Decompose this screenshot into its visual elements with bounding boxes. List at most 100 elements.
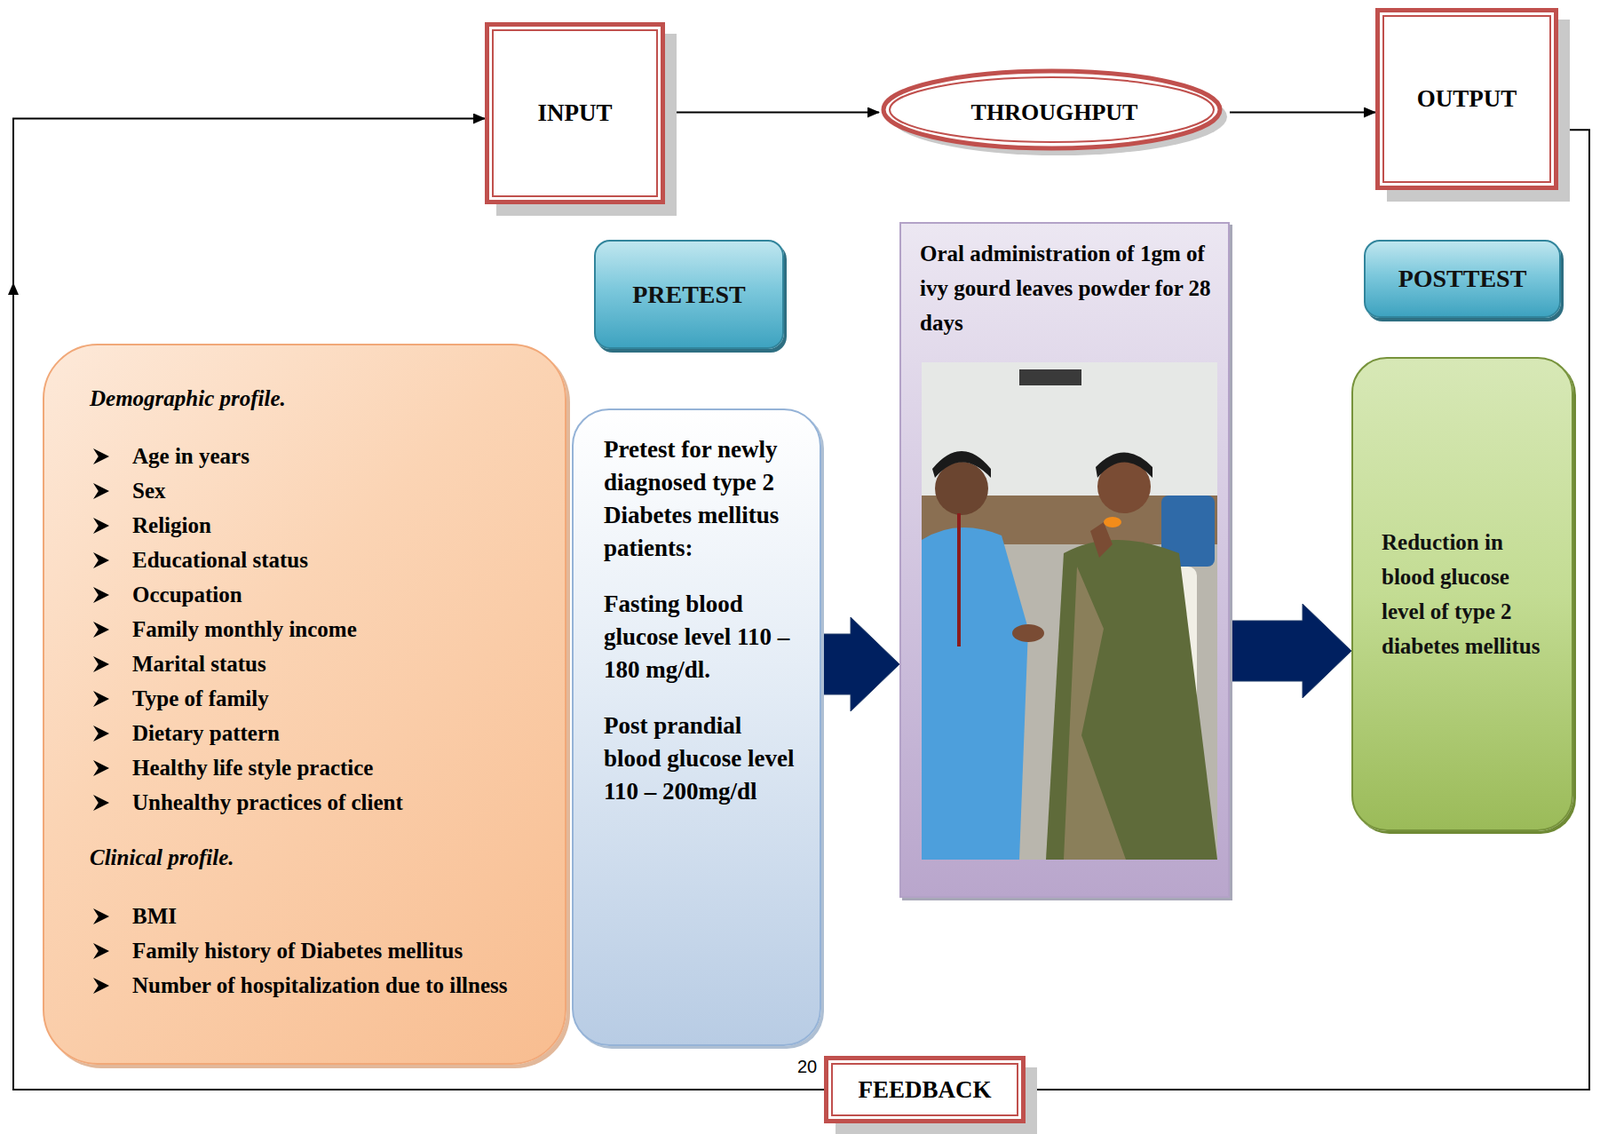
text-area: OUTPUT (1379, 85, 1554, 113)
intervention-panel: Oral administration of 1gm of ivy gourd … (899, 221, 1230, 898)
arrow-bullet (93, 942, 110, 959)
photo-hair-right (1095, 452, 1153, 479)
node-text: Reduction in blood glucose level of type… (1381, 530, 1540, 658)
photo-window (1019, 369, 1082, 386)
block-arrow (1229, 603, 1352, 698)
photo-id-strap (957, 513, 961, 647)
arrow-bullet (93, 552, 110, 569)
node-text: POSTTEST (1398, 264, 1528, 293)
photo-sari-pattern (1063, 566, 1126, 860)
list-item-line: Age in years (89, 438, 547, 474)
node-text-line: INPUT (489, 99, 661, 127)
flow-arrow (1229, 111, 1376, 114)
list-item-line: Religion (89, 507, 547, 543)
list-item-line: Number of hospitalization due to illness (89, 967, 547, 1003)
arrow-bullet (93, 794, 110, 811)
list-item: Sex (132, 478, 167, 503)
flow-arrow (665, 111, 880, 114)
text-area: INPUT (489, 99, 661, 127)
text-area: Pretest for newly diagnosed type 2 Diabe… (573, 410, 820, 849)
block-arrow (821, 617, 900, 712)
node-text-line: Oral administration of 1gm of ivy gourd … (919, 236, 1212, 341)
photo-wall (921, 362, 1218, 860)
node-text: THROUGHPUT (971, 99, 1139, 126)
list-item-line: Occupation (89, 577, 547, 612)
list-item: Healthy life style practice (132, 755, 373, 780)
node-text-line: Fasting blood glucose level 110 – 180 mg… (603, 587, 804, 687)
node-text: Pretest for newly diagnosed type 2 Diabe… (603, 435, 779, 562)
section-heading: Demographic profile. (89, 386, 286, 411)
pretest-tab: PRETEST (594, 239, 785, 349)
node-text: Post prandial blood glucose level 110 – … (603, 712, 795, 805)
list-item-line: Unhealthy practices of client (89, 784, 547, 820)
section-heading-line: Demographic profile. (89, 380, 547, 416)
text-area: Reduction in blood glucose level of type… (1353, 506, 1572, 682)
arrow-bullet (93, 621, 110, 638)
arrow-bullet (93, 977, 110, 994)
arrow-bullet (93, 656, 110, 673)
photo-blue-sari (921, 527, 1029, 860)
flow-arrow (13, 118, 824, 1091)
section-heading-line: Clinical profile. (89, 839, 547, 875)
text-area: FEEDBACK (828, 1076, 1022, 1104)
arrow-bullet (93, 725, 110, 742)
arrow-bullet (93, 908, 110, 925)
photo-spoon (1103, 516, 1122, 528)
list-item-line: Sex (89, 473, 547, 508)
list-item-line: Healthy life style practice (89, 750, 547, 785)
node-text-line: FEEDBACK (828, 1076, 1022, 1104)
list-item: Type of family (132, 686, 270, 711)
node-text-line: POSTTEST (1365, 264, 1560, 294)
photo-green-sari (1045, 539, 1218, 860)
list-item-line: Family history of Diabetes mellitus (89, 933, 547, 968)
list-item: Family history of Diabetes mellitus (132, 938, 463, 963)
arrow-bullet (93, 448, 110, 465)
list-item: Religion (132, 513, 212, 538)
photo-hair-left (932, 451, 991, 478)
direction-head (7, 282, 19, 295)
list-item-line: Dietary pattern (89, 715, 547, 751)
node-text: Fasting blood glucose level 110 – 180 mg… (603, 590, 790, 683)
arrow-bullet (93, 760, 110, 777)
photo-arm (1090, 522, 1113, 558)
list-item: Occupation (132, 582, 243, 607)
node-text-line: THROUGHPUT (879, 99, 1230, 127)
text-area: PRETEST (595, 280, 783, 309)
list-item: Family monthly income (132, 617, 357, 642)
node-text: Oral administration of 1gm of ivy gourd … (919, 241, 1212, 335)
list-item-line: BMI (89, 898, 547, 934)
photo-illustration (921, 362, 1218, 860)
outcome-box: Reduction in blood glucose level of type… (1351, 356, 1574, 832)
list-item-line: Family monthly income (89, 611, 547, 647)
node-text-line: Reduction in blood glucose level of type… (1381, 524, 1558, 664)
list-item-line: Marital status (89, 646, 547, 682)
list-item: Marital status (132, 651, 267, 676)
arrow-bullet (93, 517, 110, 534)
list-item: Age in years (132, 443, 250, 468)
section-heading: Clinical profile. (89, 845, 235, 870)
node-text-line: Post prandial blood glucose level 110 – … (603, 709, 804, 808)
node-text-line: Pretest for newly diagnosed type 2 Diabe… (603, 433, 804, 565)
list-item-line: Type of family (89, 681, 547, 716)
posttest-tab: POSTTEST (1363, 239, 1561, 318)
list-item: Unhealthy practices of client (132, 790, 404, 815)
input-box: INPUT (484, 22, 666, 205)
ellipse-inner (889, 77, 1214, 143)
pretest-box: Pretest for newly diagnosed type 2 Diabe… (571, 408, 822, 1046)
list-item: BMI (132, 903, 177, 928)
photo-hands (1012, 624, 1045, 642)
page-number: 20 (795, 1056, 819, 1078)
feedback-box: FEEDBACK (823, 1055, 1026, 1124)
node-text: OUTPUT (1417, 85, 1518, 112)
node-text-line: OUTPUT (1379, 85, 1554, 113)
text-area: Oral administration of 1gm of ivy gourd … (901, 223, 1228, 341)
node-text-line: PRETEST (595, 280, 783, 309)
list-item: Number of hospitalization due to illness (132, 973, 508, 998)
arrow-bullet (93, 483, 110, 500)
text-area: Demographic profile. Age in yearsSexRelig… (44, 345, 565, 1021)
throughput-ellipse: THROUGHPUT (879, 66, 1230, 159)
arrow-bullet (93, 586, 110, 603)
list-item: Dietary pattern (132, 720, 280, 745)
text-area: THROUGHPUT (879, 99, 1230, 127)
